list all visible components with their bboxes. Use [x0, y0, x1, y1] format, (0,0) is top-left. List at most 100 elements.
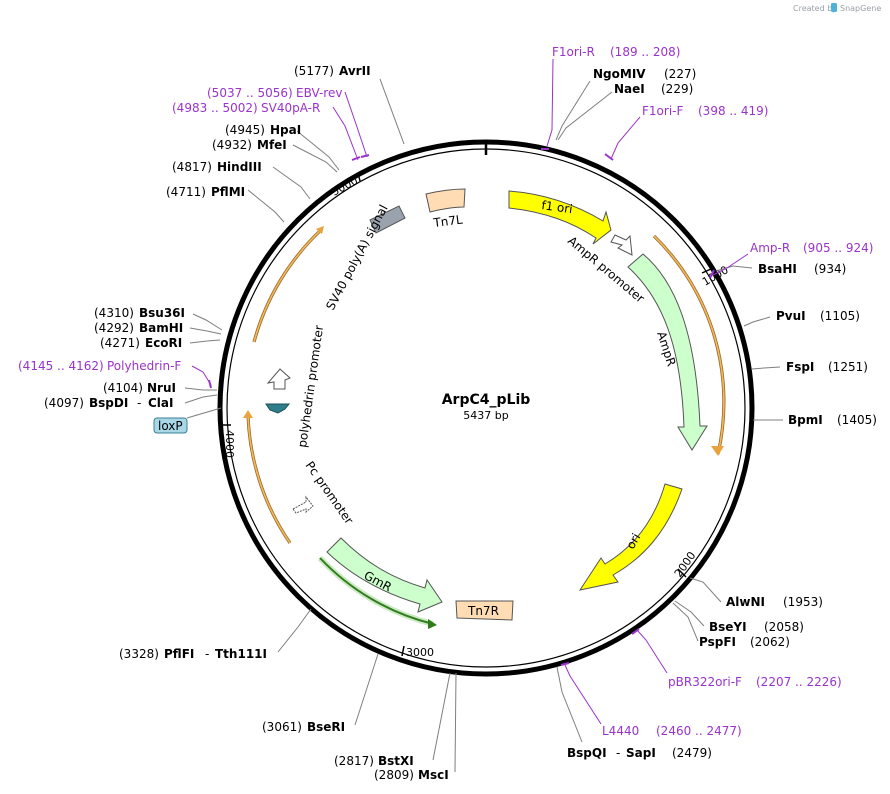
f1-ori-label: f1 ori	[541, 198, 574, 216]
f1-ori-feature[interactable]	[508, 190, 612, 245]
tick-2000	[677, 568, 687, 578]
enzyme-bsu36i-name[interactable]: Bsu36I	[139, 306, 185, 320]
enzyme-bseyi-pos: (2058)	[764, 620, 804, 634]
orf-arc-ampr-head	[711, 446, 724, 456]
enzyme-pvui-name[interactable]: PvuI	[776, 309, 806, 323]
enzyme-ngomiv-name[interactable]: NgoMIV	[593, 67, 646, 81]
primer-f1ori-f-range: (398 .. 419)	[698, 104, 768, 118]
enzyme-hindiii-name[interactable]: HindIII	[217, 160, 262, 174]
enzyme-bsahi-pos: (934)	[814, 262, 846, 276]
enzyme-bsahi-name[interactable]: BsaHI	[758, 262, 797, 276]
pc-promoter-label: Pc promoter	[303, 459, 357, 527]
enzyme-pflmi-pos: (4711)	[166, 185, 206, 199]
enzyme-pflfi-name[interactable]: PflFI	[164, 647, 194, 661]
enzyme-bstxi-name[interactable]: BstXI	[378, 754, 414, 768]
ampr-feature[interactable]	[627, 253, 708, 451]
enzyme-alwni-name[interactable]: AlwNI	[726, 595, 765, 609]
enzyme-msci-pos: (2809)	[374, 768, 414, 782]
sv40-polya-label: SV40 poly(A) signal	[323, 202, 390, 312]
enzyme-nrui-name[interactable]: NruI	[147, 381, 176, 395]
enzyme-mfei-pos: (4932)	[212, 138, 252, 152]
enzyme-bseyi-name[interactable]: BseYI	[709, 620, 747, 634]
primer-polyhedrin-f-name[interactable]: Polyhedrin-F	[107, 359, 181, 373]
enzyme-bstxi-pos: (2817)	[334, 754, 374, 768]
enzyme-ecori-pos: (4271)	[100, 336, 140, 350]
polyhedrin-promoter-label: polyhedrin promoter	[295, 324, 326, 448]
orf-arc-lower-left-head	[243, 410, 253, 418]
enzyme-pflmi-name[interactable]: PflMI	[211, 185, 245, 199]
tn7r-feature[interactable]	[455, 600, 514, 621]
orf-arc-gmr	[319, 557, 434, 625]
loxp-label: loxP	[158, 419, 183, 433]
enzyme-bpmi-pos: (1405)	[837, 413, 877, 427]
orf-arc-upper-left-head	[316, 226, 324, 234]
primer-leaders	[191, 58, 749, 725]
ori-feature[interactable]	[578, 483, 683, 591]
plasmid-length: 5437 bp	[463, 409, 508, 422]
enzyme-msci-name[interactable]: MscI	[418, 768, 449, 782]
loxp-feature[interactable]	[153, 417, 188, 434]
primer-f1ori-f-name[interactable]: F1ori-F	[642, 104, 683, 118]
tn7l-feature[interactable]	[425, 188, 466, 213]
enzyme-bseri-name[interactable]: BseRI	[307, 720, 345, 734]
credit-text: Created by	[793, 4, 837, 13]
enzyme-bspdi-name[interactable]: BspDI	[89, 396, 128, 410]
enzyme-tth111i-name[interactable]: Tth111I	[215, 647, 267, 661]
enzyme-fspi-name[interactable]: FspI	[786, 360, 814, 374]
enzyme-bpmi-name[interactable]: BpmI	[788, 413, 823, 427]
enzyme-bspdi-sep: -	[137, 396, 141, 410]
tick-5000	[357, 172, 361, 182]
enzyme-ngomiv-pos: (227)	[664, 67, 696, 81]
primer-ebv-rev-name[interactable]: EBV-rev	[296, 86, 342, 100]
ampr-promoter-feature[interactable]	[610, 234, 633, 256]
enzyme-clai-name[interactable]: ClaI	[148, 396, 173, 410]
primer-pbr322ori-f-name[interactable]: pBR322ori-F	[668, 675, 742, 689]
brand-text: SnapGene	[840, 4, 881, 13]
primer-ebv-rev-range: (5037 .. 5056)	[207, 86, 293, 100]
enzyme-bsu36i-pos: (4310)	[94, 306, 134, 320]
enzyme-avrii-pos: (5177)	[294, 64, 334, 78]
primer-l4440-range: (2460 .. 2477)	[656, 724, 742, 738]
enzyme-pflfi-pos: (3328)	[119, 647, 159, 661]
enzyme-hpai-name[interactable]: HpaI	[270, 123, 301, 137]
enzyme-leaders	[184, 78, 783, 773]
tn7l-label: Tn7L	[432, 212, 464, 230]
sv40-polya-feature[interactable]	[369, 205, 406, 234]
primer-amp-r-name[interactable]: Amp-R	[750, 241, 790, 255]
enzyme-sapi-name[interactable]: SapI	[626, 746, 656, 760]
enzyme-pspfi-pos: (2062)	[750, 635, 790, 649]
loxp-leader	[186, 407, 222, 419]
primer-f1ori-r-name[interactable]: F1ori-R	[552, 45, 595, 59]
enzyme-bseri-pos: (3061)	[262, 720, 302, 734]
orf-arc-lower-left-fill	[247, 414, 291, 544]
polyhedrin-small-feature[interactable]	[265, 403, 291, 414]
primer-pbr322ori-f-range: (2207 .. 2226)	[756, 675, 842, 689]
enzyme-naei-name[interactable]: NaeI	[614, 82, 645, 96]
tn7r-label: Tn7R	[467, 604, 499, 618]
enzyme-bspdi-pos: (4097)	[44, 396, 84, 410]
gmr-feature[interactable]	[326, 537, 443, 613]
enzyme-mfei-name[interactable]: MfeI	[257, 138, 287, 152]
tick-label-4000: 4000	[223, 430, 236, 458]
enzyme-avrii-name[interactable]: AvrII	[339, 64, 371, 78]
plasmid-name: ArpC4_pLib	[442, 392, 531, 408]
enzyme-ecori-name[interactable]: EcoRI	[145, 336, 182, 350]
orf-arc-gmr-head	[428, 619, 437, 629]
orf-arc-ampr-fill	[653, 235, 725, 455]
tick-label-1000: 1000	[700, 263, 731, 288]
tick-label-5000: 5000	[329, 174, 360, 199]
tick-label-3000: 3000	[406, 646, 434, 659]
enzyme-bspqi-name[interactable]: BspQI	[567, 746, 607, 760]
enzyme-pspfi-name[interactable]: PspFI	[699, 635, 736, 649]
primer-sv40pa-r-range: (4983 .. 5002)	[172, 101, 258, 115]
enzyme-bamhi-pos: (4292)	[94, 321, 134, 335]
primer-sv40pa-r-name[interactable]: SV40pA-R	[261, 101, 320, 115]
enzyme-nrui-pos: (4104)	[103, 381, 143, 395]
primer-polyhedrin-f-range: (4145 .. 4162)	[18, 359, 104, 373]
ori-label: ori	[623, 531, 643, 552]
primer-l4440-name[interactable]: L4440	[602, 724, 639, 738]
enzyme-bamhi-name[interactable]: BamHI	[139, 321, 183, 335]
pc-promoter-feature[interactable]	[292, 495, 314, 514]
polyhedrin-promoter-feature[interactable]	[266, 368, 291, 390]
